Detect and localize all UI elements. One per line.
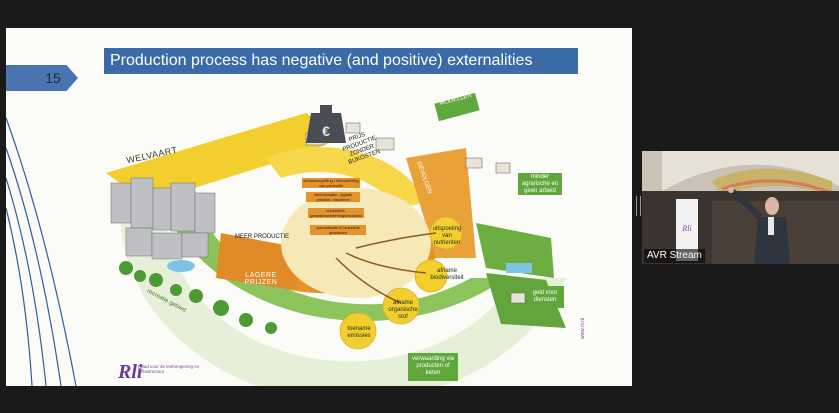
slide-number-tab [6,65,78,91]
label-uitspoeling: uitspoeling van nutrienten [432,226,462,246]
speaker-video-tile[interactable]: Rli AVR Stream [642,151,839,264]
euro-weight-icon: € [306,105,346,143]
presentation-slide: € 15 Production process has negative (an… [6,28,632,386]
label-lagere-prijzen: LAGERE PRIJZEN [244,272,278,286]
slide-number: 15 [45,70,61,86]
label-afname-organische-stof: afname organische stof [388,300,418,320]
svg-text:€: € [322,123,330,139]
label-specialisatie: specialisatie in bepaalde gewassen [316,225,360,235]
label-toename-emissies: toename emissies [347,326,371,339]
label-geld-diensten: geld voor diensten [532,290,558,303]
rli-logo: Rli [118,361,143,383]
label-schaalvergroting: schaalvergroting / intensivering van pro… [303,178,359,188]
label-kunstmest: kunstmest, gewasbeschermingsmiddelen [309,208,363,218]
label-afname-biodiversiteit: afname biodiversiteit [430,268,464,281]
label-mechanisatie: mechanisatie, digitale precisie, machine… [313,192,353,202]
speaker-video-feed: Rli [642,151,839,264]
label-minder-agrarische: minder agrarische en geen arbeid [521,174,559,194]
externalities-illustration: € [6,92,566,386]
illustration-credit: www.rli.nl [580,318,586,340]
slide-decoration [6,117,77,386]
split-resize-handle[interactable] [636,196,641,216]
participant-name-label: AVR Stream [644,249,705,263]
label-meer-productie: MEER PRODUCTIE [234,234,290,240]
rli-logo-text: Raad voor de leefomgeving en infrastruct… [138,364,200,374]
svg-text:Rli: Rli [681,224,691,233]
slide-title: Production process has negative (and pos… [104,48,578,74]
label-verwaarding: verwaarding via producten of keten [411,356,455,376]
